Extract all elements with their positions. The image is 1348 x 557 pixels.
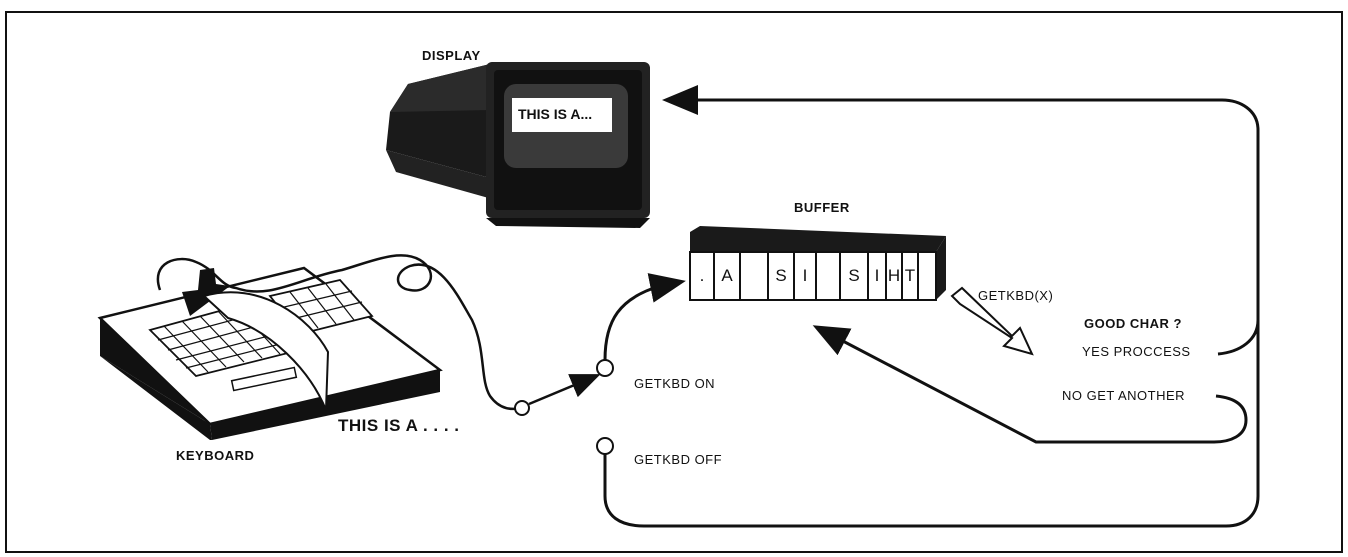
buffer-cell: .: [699, 266, 705, 285]
buffer-box: [689, 226, 946, 301]
keyboard-cord: [156, 254, 523, 411]
buffer-cell: I: [874, 266, 880, 285]
buffer-cell: A: [721, 266, 733, 285]
diagram-frame: [5, 11, 1343, 553]
getkbd-on-label: GETKBD ON: [634, 376, 716, 391]
getkbd-on-switch-icon: [596, 359, 614, 377]
yes-process-label: YES PROCCESS: [1082, 344, 1191, 359]
buffer-cell: H: [887, 266, 901, 285]
getkbd-x-label: GETKBD(X): [978, 288, 1054, 303]
buffer-cell: [740, 253, 768, 299]
typed-text-label: THIS IS A . . . .: [338, 416, 460, 435]
good-char-label: GOOD CHAR ?: [1084, 316, 1182, 331]
getkbd-off-label: GETKBD OFF: [634, 452, 723, 467]
buffer-cells: . A S I S I H T: [690, 253, 936, 299]
buffer-cell: T: [904, 266, 916, 285]
buffer-cell: [816, 253, 840, 299]
buffer-cell: I: [802, 266, 808, 285]
cord-junction-circle: [514, 400, 530, 416]
display-screen-text: THIS IS A...: [518, 106, 593, 122]
display-label: DISPLAY: [422, 48, 481, 63]
getkbd-off-loop-line: [603, 320, 1260, 528]
keyboard-label: KEYBOARD: [176, 448, 255, 463]
display-monitor: [386, 62, 650, 228]
keyboard-device: [97, 266, 443, 440]
yes-process-loop-line: [662, 85, 1260, 356]
getkbd-output-arrow: [950, 286, 1034, 356]
buffer-cell: S: [848, 266, 860, 285]
getkbd-off-switch-icon: [596, 437, 614, 455]
buffer-cell: S: [775, 266, 787, 285]
no-get-another-label: NO GET ANOTHER: [1062, 388, 1186, 403]
buffer-label: BUFFER: [794, 200, 850, 215]
no-get-another-arrow: [812, 325, 1248, 444]
